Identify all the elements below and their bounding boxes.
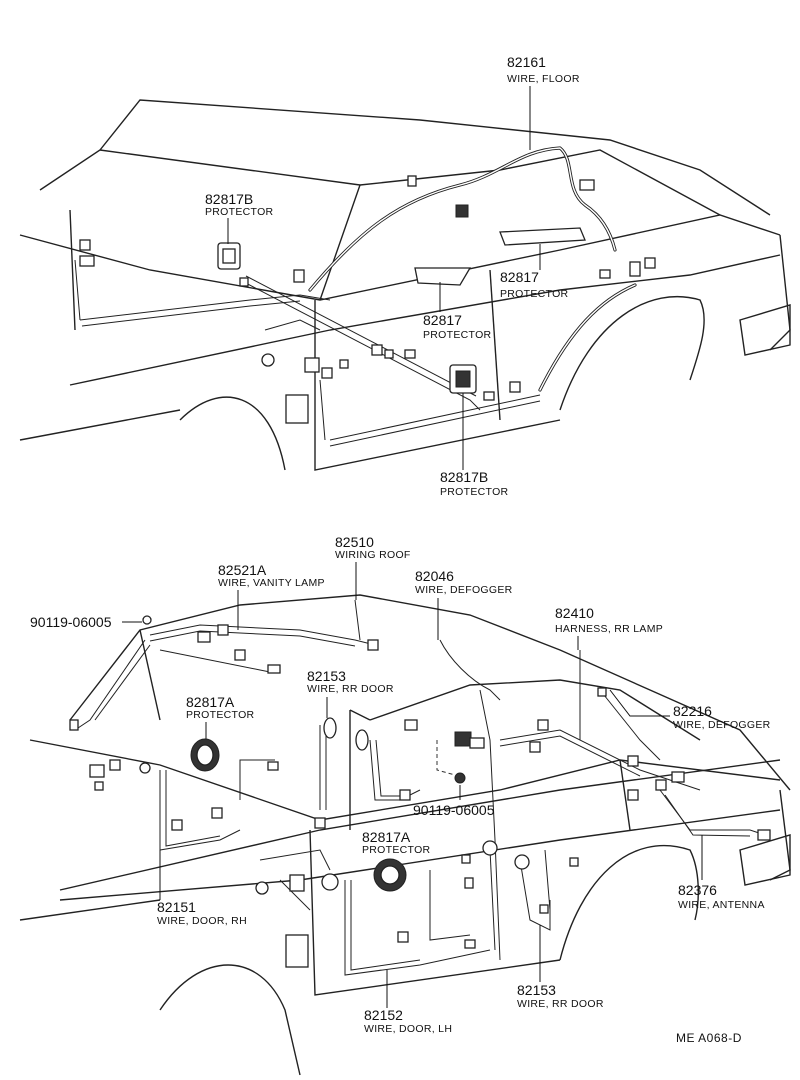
part-description: PROTECTOR [205,206,274,218]
label-bolt-upper: 90119-06005 [30,614,142,630]
part-description: WIRE, DEFOGGER [415,584,513,596]
part-number: 82161 [507,54,546,70]
part-number: 82376 [678,882,717,898]
label-wiring-roof: 82510 WIRING ROOF [335,534,411,600]
part-number: 82153 [307,668,346,684]
label-antenna-wire: 82376 WIRE, ANTENNA [678,835,765,911]
label-defogger-wire-2: 82216 WIRE, DEFOGGER [609,689,771,731]
part-description: PROTECTOR [500,288,569,300]
label-defogger-wire: 82046 WIRE, DEFOGGER [415,568,513,640]
reference-code: ME A068-D [676,1031,742,1045]
label-rr-door-upper: 82153 WIRE, RR DOOR [307,668,394,718]
label-protector-a-lower: 82817A PROTECTOR [362,829,431,856]
part-number: 90119-06005 [413,802,495,818]
label-vanity-lamp: 82521A WIRE, VANITY LAMP [218,562,325,630]
label-door-rh: 82151 WIRE, DOOR, RH [157,850,247,927]
part-number: 82521A [218,562,267,578]
top-connectors [79,175,656,424]
label-protector-b-upper: 82817B PROTECTOR [205,191,274,244]
part-number: 82817A [362,829,411,845]
part-description: PROTECTOR [362,844,431,856]
part-number: 82152 [364,1007,403,1023]
part-number: 90119-06005 [30,614,112,630]
part-description: PROTECTOR [186,709,255,721]
part-description: WIRE, ANTENNA [678,899,765,911]
bottom-wire-harness [74,599,766,976]
part-description: HARNESS, RR LAMP [555,623,663,635]
bottom-connectors [69,615,771,968]
part-description: PROTECTOR [423,329,492,341]
part-number: 82817B [205,191,253,207]
part-number: 82817B [440,469,488,485]
label-bolt-lower: 90119-06005 [413,785,495,818]
part-description: WIRING ROOF [335,549,411,561]
label-protector-center: 82817 PROTECTOR [423,282,492,341]
part-number: 82510 [335,534,374,550]
label-protector-a-upper: 82817A PROTECTOR [186,694,255,739]
label-rr-door-lower: 82153 WIRE, RR DOOR [517,925,604,1010]
label-floor-wire: 82161 WIRE, FLOOR [507,54,580,150]
part-number: 82151 [157,899,196,915]
part-number: 82817 [500,269,539,285]
label-rr-lamp-harness: 82410 HARNESS, RR LAMP [555,605,663,650]
bottom-car-body [19,594,791,1076]
part-description: WIRE, RR DOOR [517,998,604,1010]
part-number: 82817A [186,694,235,710]
part-description: WIRE, DOOR, RH [157,915,247,927]
top-car-body [19,99,791,471]
part-description: WIRE, FLOOR [507,73,580,85]
part-number: 82046 [415,568,454,584]
label-protector-right: 82817 PROTECTOR [500,244,569,300]
part-description: WIRE, DOOR, LH [364,1023,452,1035]
label-door-lh: 82152 WIRE, DOOR, LH [364,970,452,1035]
part-description: WIRE, VANITY LAMP [218,577,325,589]
part-description: PROTECTOR [440,486,509,498]
part-number: 82410 [555,605,594,621]
top-wire-harness [74,146,637,447]
part-number: 82153 [517,982,556,998]
part-number: 82817 [423,312,462,328]
label-protector-b-lower: 82817B PROTECTOR [440,393,509,498]
part-description: WIRE, RR DOOR [307,683,394,695]
part-description: WIRE, DEFOGGER [673,719,771,731]
part-number: 82216 [673,703,712,719]
